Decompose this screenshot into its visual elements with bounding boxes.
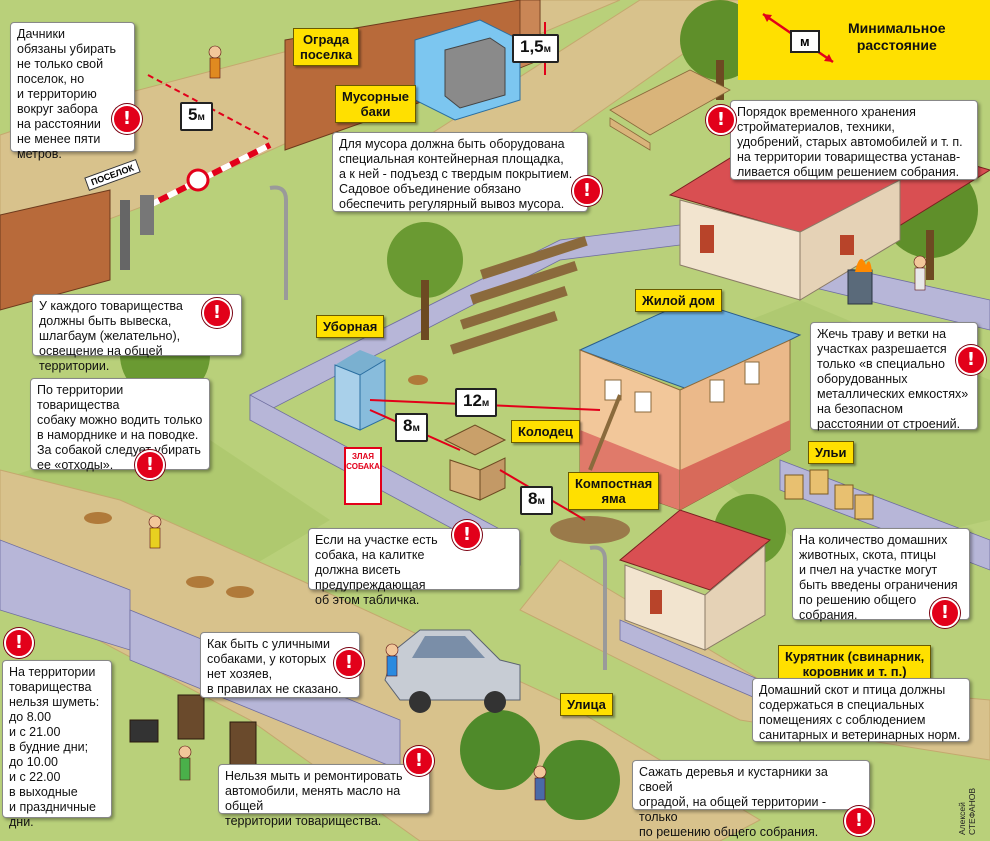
burn-barrel bbox=[847, 258, 873, 305]
warning-icon: ! bbox=[404, 746, 434, 776]
note-dog-sign: Если на участке есть собака, на калитке … bbox=[308, 528, 520, 607]
people bbox=[148, 45, 927, 801]
warning-icon: ! bbox=[4, 628, 34, 658]
distance-12m: 12м bbox=[455, 388, 498, 417]
outhouse bbox=[334, 350, 386, 431]
trash-enclosure bbox=[414, 19, 521, 121]
label-toilet: Уборная bbox=[316, 315, 385, 338]
warning-icon: ! bbox=[844, 806, 874, 836]
warning-icon: ! bbox=[112, 104, 142, 134]
label-street: Улица bbox=[560, 693, 613, 716]
warning-icon: ! bbox=[956, 345, 986, 375]
warning-icon: ! bbox=[452, 520, 482, 550]
legend: м Минимальное расстояние bbox=[738, 0, 990, 80]
main-house bbox=[578, 299, 802, 511]
note-garbage: Для мусора должна быть оборудована специ… bbox=[332, 132, 588, 212]
distance-5m: 5м bbox=[180, 102, 213, 131]
author-credit: Алексей СТЕФАНОВ bbox=[957, 787, 977, 835]
note-livestock: Домашний скот и птица должны содержаться… bbox=[752, 678, 970, 742]
barrier bbox=[120, 142, 272, 270]
label-well: Колодец bbox=[511, 420, 580, 443]
note-dog-walking: По территории товарищества собаку можно … bbox=[30, 378, 210, 472]
legend-unit: м bbox=[790, 30, 820, 53]
note-stray-dogs: Как быть с уличными собаками, у которых … bbox=[200, 632, 360, 698]
beehives bbox=[784, 469, 874, 520]
barn bbox=[618, 509, 772, 651]
note-cleaning: Дачники обязаны убирать не только свой п… bbox=[10, 22, 135, 161]
warning-icon: ! bbox=[202, 298, 232, 328]
warning-icon: ! bbox=[135, 450, 165, 480]
well bbox=[443, 424, 507, 501]
note-burning: Жечь траву и ветки на участках разрешает… bbox=[810, 322, 978, 431]
label-fence: Ограда поселка bbox=[293, 28, 360, 66]
warning-icon: ! bbox=[930, 598, 960, 628]
note-planting: Сажать деревья и кустарники за своей огр… bbox=[632, 760, 870, 839]
distance-8m-well: 8м bbox=[395, 413, 428, 442]
lumber-stack bbox=[609, 69, 731, 151]
label-compost: Компостная яма bbox=[568, 472, 660, 510]
note-noise: На территории товарищества нельзя шуметь… bbox=[2, 660, 112, 829]
legend-title: Минимальное расстояние bbox=[848, 20, 946, 53]
note-car-repair: Нельзя мыть и ремонтировать автомобили, … bbox=[218, 764, 430, 828]
street-lamps bbox=[269, 185, 607, 670]
car bbox=[384, 629, 521, 713]
label-hives: Ульи bbox=[808, 441, 854, 464]
dogs bbox=[84, 375, 428, 598]
dog-sign-text: ЗЛАЯ СОБАКА bbox=[346, 452, 380, 471]
compost-pit bbox=[550, 516, 630, 544]
distance-1-5m: 1,5м bbox=[512, 34, 560, 63]
warning-icon: ! bbox=[706, 105, 736, 135]
warning-icon: ! bbox=[334, 648, 364, 678]
label-bins: Мусорные баки bbox=[335, 85, 417, 123]
dog-warning-sign bbox=[344, 447, 382, 505]
speakers bbox=[129, 694, 257, 767]
label-barn: Курятник (свинарник, коровник и т. п.) bbox=[778, 645, 932, 683]
garden-beds bbox=[450, 236, 588, 355]
distance-8m-compost: 8м bbox=[520, 486, 553, 515]
label-house: Жилой дом bbox=[635, 289, 723, 312]
warning-icon: ! bbox=[572, 176, 602, 206]
note-storage: Порядок временного хранения стройматериа… bbox=[730, 100, 978, 180]
note-animal-limits: На количество домашних животных, скота, … bbox=[792, 528, 970, 622]
